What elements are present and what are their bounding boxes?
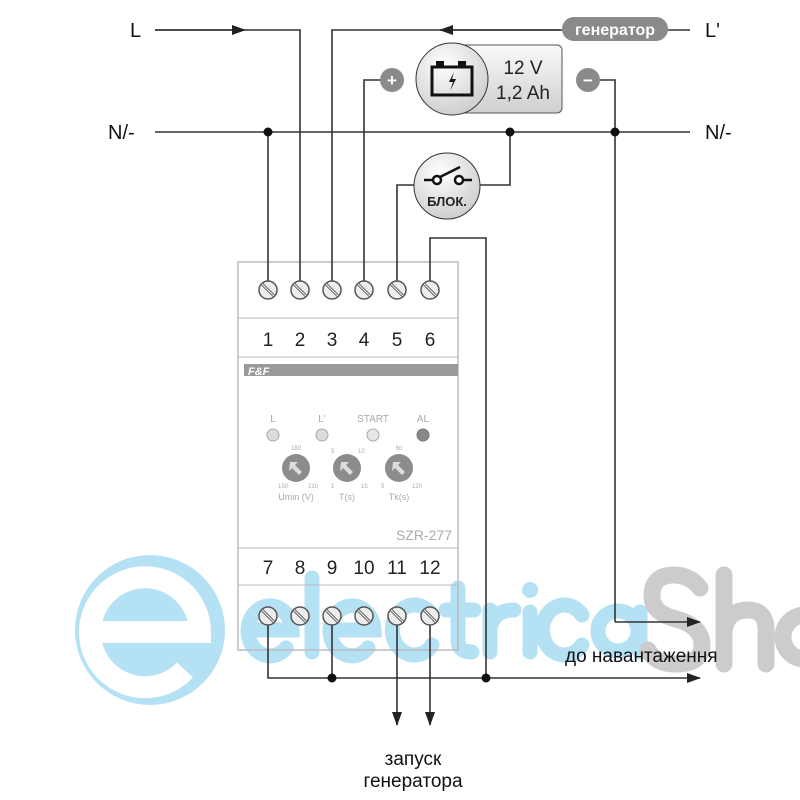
led-al <box>416 428 430 442</box>
knob-label-umin: Umin (V) <box>278 492 314 502</box>
svg-text:−: − <box>583 71 593 90</box>
terminal-label-1: 1 <box>263 330 274 351</box>
svg-text:1: 1 <box>331 484 335 490</box>
label-start-1: запуск <box>385 749 442 770</box>
knob-t[interactable]: 5 10 1 15 T(s) <box>331 449 368 502</box>
svg-text:+: + <box>387 71 397 90</box>
wire-block-5 <box>396 184 415 282</box>
svg-text:10: 10 <box>358 449 365 455</box>
brand-bar <box>244 364 458 376</box>
led-panel: L L' START AL <box>266 414 430 442</box>
svg-text:180: 180 <box>291 446 302 452</box>
screw-terminal-6 <box>420 280 440 300</box>
terminal-label-7: 7 <box>263 558 274 579</box>
wire-l <box>155 29 301 282</box>
screw-terminal-11 <box>387 606 407 626</box>
terminal-label-6: 6 <box>425 330 436 351</box>
wire-6 <box>429 237 487 678</box>
label-n-left: N/- <box>108 122 135 144</box>
wire-to-load-l <box>267 624 701 683</box>
label-start-2: генератора <box>363 771 462 792</box>
svg-text:5: 5 <box>331 449 335 455</box>
screw-terminal-4 <box>354 280 374 300</box>
switch-icon <box>424 165 472 186</box>
svg-text:60: 60 <box>396 446 403 452</box>
screw-terminal-10 <box>354 606 374 626</box>
terminal-label-5: 5 <box>392 330 403 351</box>
terminals-top: 1 2 3 4 5 6 <box>258 280 440 351</box>
knob-label-t: T(s) <box>339 492 355 502</box>
svg-text:150: 150 <box>278 484 289 490</box>
screw-terminal-3 <box>322 280 342 300</box>
led-label-start: START <box>357 414 389 425</box>
battery: 12 V 1,2 Ah + − <box>380 42 600 116</box>
device-szr-277: F&F SZR-277 <box>237 261 459 651</box>
led-lprime <box>315 428 329 442</box>
knob-label-tk: Tk(s) <box>389 492 410 502</box>
svg-text:210: 210 <box>308 484 319 490</box>
knob-tk[interactable]: 60 5 120 Tk(s) <box>381 446 423 502</box>
svg-text:БЛОК.: БЛОК. <box>427 194 467 209</box>
svg-text:15: 15 <box>361 484 368 490</box>
svg-text:5: 5 <box>381 484 385 490</box>
terminal-label-9: 9 <box>327 558 338 579</box>
label-lprime: L' <box>705 20 720 42</box>
screw-terminal-12 <box>420 606 440 626</box>
led-label-al: AL <box>417 414 430 425</box>
wire-battery-plus <box>363 79 380 282</box>
plus-terminal <box>380 68 404 92</box>
terminal-label-2: 2 <box>295 330 306 351</box>
terminal-label-8: 8 <box>295 558 306 579</box>
screw-terminal-5 <box>387 280 407 300</box>
led-start <box>366 428 380 442</box>
svg-text:120: 120 <box>412 484 423 490</box>
led-label-l: L <box>270 414 276 425</box>
knob-umin[interactable]: 180 150 210 Umin (V) <box>278 446 319 502</box>
wire-block-n <box>478 132 511 186</box>
screw-terminal-8 <box>290 606 310 626</box>
terminal-label-4: 4 <box>359 330 370 351</box>
label-n-right: N/- <box>705 122 732 144</box>
terminal-label-10: 10 <box>353 558 374 579</box>
screw-terminal-1 <box>258 280 278 300</box>
screw-terminal-2 <box>290 280 310 300</box>
minus-terminal <box>576 68 600 92</box>
battery-icon <box>430 61 474 97</box>
brand-logo: F&F <box>248 366 270 378</box>
battery-voltage: 12 V <box>503 58 542 79</box>
battery-capacity: 1,2 Ah <box>496 83 550 104</box>
terminal-label-11: 11 <box>387 558 407 579</box>
terminal-label-3: 3 <box>327 330 338 351</box>
terminal-label-12: 12 <box>419 558 440 579</box>
led-label-lprime: L' <box>318 414 326 425</box>
svg-text:генератор: генератор <box>575 22 655 39</box>
label-to-load: до навантаження <box>565 646 718 667</box>
generator-badge: генератор <box>562 17 668 41</box>
label-l: L <box>130 20 141 42</box>
knobs: 180 150 210 Umin (V) 5 10 1 15 T(s) 60 5… <box>278 446 423 502</box>
block-switch: БЛОК. <box>413 152 481 220</box>
screw-terminal-7 <box>258 606 278 626</box>
model-label: SZR-277 <box>396 527 452 543</box>
terminals-bottom: 7 8 9 10 11 12 <box>258 558 441 626</box>
wire-battery-minus <box>600 79 616 622</box>
led-l <box>266 428 280 442</box>
screw-terminal-9 <box>322 606 342 626</box>
